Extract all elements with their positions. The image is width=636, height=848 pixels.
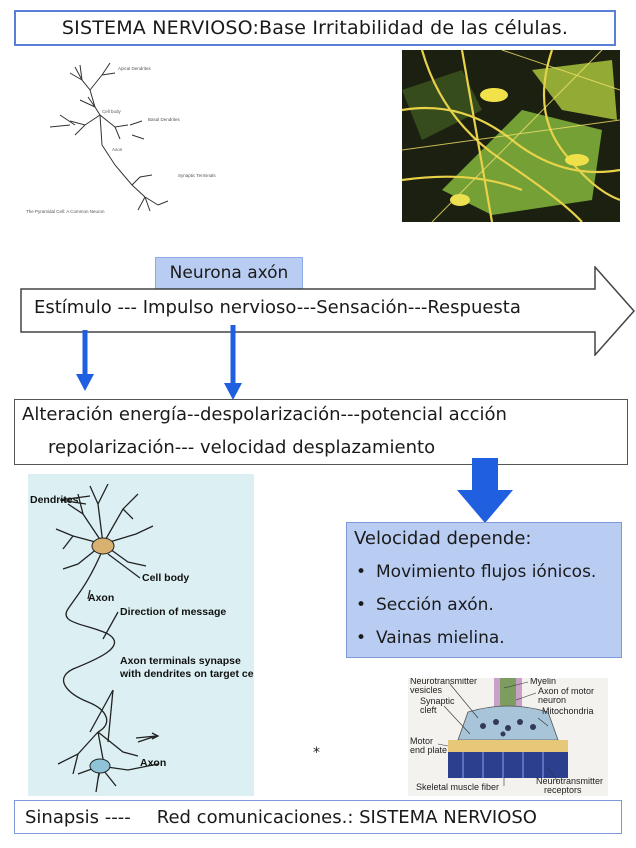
label-motor-end-plate-2: end plate bbox=[410, 745, 447, 755]
alteracion-line-1: Alteración energía--despolarización---po… bbox=[22, 404, 507, 425]
neuron-micrograph-image bbox=[402, 50, 620, 222]
bullet-icon: • bbox=[356, 595, 367, 615]
velocidad-item-1: • Movimiento flujos iónicos. bbox=[356, 562, 596, 582]
label-axon-motor-1: Axon of motor bbox=[538, 686, 594, 696]
label-axon-bottom: Axon bbox=[140, 757, 166, 769]
label-axon-small: Axon bbox=[112, 147, 123, 152]
label-axon: Axon bbox=[88, 592, 114, 604]
bullet-icon: • bbox=[356, 628, 367, 648]
bullet-icon: • bbox=[356, 562, 367, 582]
label-neurotransmitter-vesicles-1: Neurotransmitter bbox=[410, 678, 477, 686]
velocidad-item-3-text: Vainas mielina. bbox=[376, 628, 505, 648]
flow-arrow-text: Estímulo --- Impulso nervioso---Sensació… bbox=[34, 297, 521, 318]
down-arrow-left-icon bbox=[76, 330, 94, 391]
alteracion-box bbox=[14, 399, 628, 465]
label-neurotransmitter-receptors-2: receptors bbox=[544, 785, 582, 795]
pyramidal-neuron-diagram: Apical Dendrites Cell body Basal Dendrit… bbox=[26, 62, 216, 214]
label-basal-dendrites: Basal Dendrites bbox=[148, 117, 181, 122]
label-dendrites: Dendrites bbox=[30, 494, 79, 506]
label-axon-motor-2: neuron bbox=[538, 695, 566, 705]
velocidad-item-2: • Sección axón. bbox=[356, 595, 494, 615]
footer-box: Sinapsis ---- Red comunicaciones.: SISTE… bbox=[14, 800, 622, 834]
page-title: SISTEMA NERVIOSO:Base Irritabilidad de l… bbox=[14, 10, 616, 46]
velocidad-box bbox=[346, 522, 622, 658]
label-synaptic-terminals: Synaptic Terminals bbox=[178, 173, 216, 178]
velocidad-item-3: • Vainas mielina. bbox=[356, 628, 505, 648]
label-apical-dendrites: Apical Dendrites bbox=[118, 66, 152, 71]
footer-sinapsis: Sinapsis ---- bbox=[25, 806, 131, 828]
label-synaptic-cleft-2: cleft bbox=[420, 705, 437, 715]
label-axon-terminals-line-1: Axon terminals synapse bbox=[120, 655, 241, 667]
label-synaptic-cleft-1: Synaptic bbox=[420, 696, 455, 706]
label-cell-body-neuron: Cell body bbox=[142, 572, 189, 584]
alteracion-line-2: repolarización--- velocidad desplazamien… bbox=[48, 437, 436, 458]
label-mitochondria: Mitochondria bbox=[542, 706, 594, 716]
flow-arrow-shape bbox=[20, 266, 636, 356]
velocidad-item-1-text: Movimiento flujos iónicos. bbox=[376, 562, 597, 582]
down-arrow-thick-icon bbox=[457, 458, 513, 523]
asterisk-mark: * bbox=[313, 745, 320, 761]
label-neurotransmitter-vesicles-2: vesicles bbox=[410, 685, 443, 695]
neuromuscular-junction-diagram: Neurotransmitter vesicles Myelin Axon of… bbox=[408, 676, 608, 796]
label-motor-end-plate-1: Motor bbox=[410, 736, 433, 746]
label-pyramidal-caption: The Pyramidal Cell: A Common Neuron bbox=[26, 209, 105, 214]
label-neurotransmitter-receptors-1: Neurotransmitter bbox=[536, 776, 603, 786]
label-axon-terminals-line-2: with dendrites on target cell bbox=[119, 668, 254, 680]
neurona-axon-label: Neurona axón bbox=[155, 257, 303, 289]
neuron-diagram-panel: Dendrites Cell body Axon Direction of me… bbox=[28, 474, 260, 796]
page-title-text: SISTEMA NERVIOSO:Base Irritabilidad de l… bbox=[61, 17, 569, 39]
footer-red-comunicaciones: Red comunicaciones.: SISTEMA NERVIOSO bbox=[156, 806, 537, 828]
label-skeletal-muscle-fiber: Skeletal muscle fiber bbox=[416, 782, 499, 792]
label-myelin: Myelin bbox=[530, 678, 556, 686]
label-cell-body: Cell body bbox=[102, 109, 122, 114]
label-direction-of-message: Direction of message bbox=[120, 606, 226, 618]
neurona-axon-text: Neurona axón bbox=[169, 263, 289, 283]
velocidad-item-2-text: Sección axón. bbox=[376, 595, 494, 615]
velocidad-title: Velocidad depende: bbox=[354, 528, 532, 549]
down-arrow-middle-icon bbox=[224, 325, 242, 400]
